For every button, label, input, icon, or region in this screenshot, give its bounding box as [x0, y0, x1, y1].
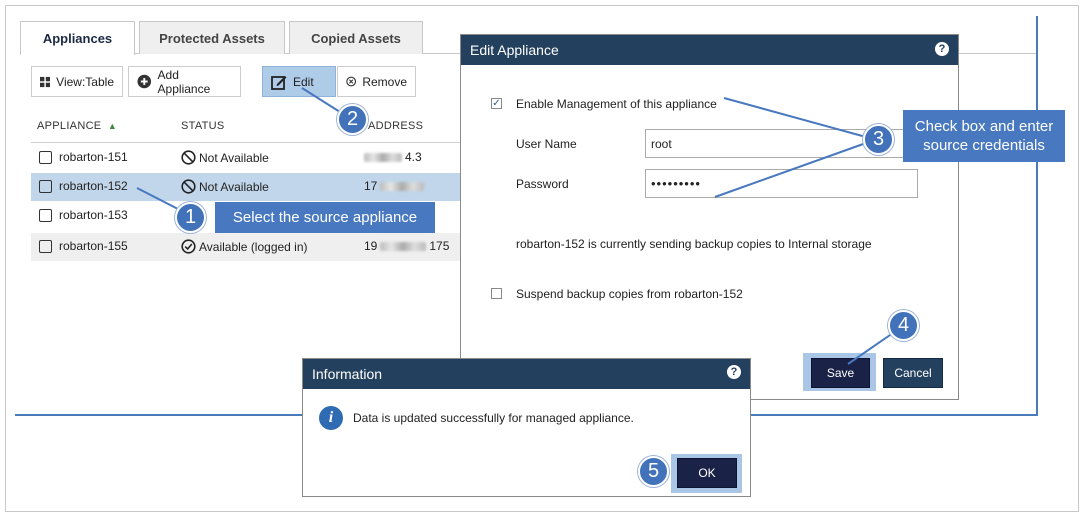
check-circle-icon	[181, 239, 196, 254]
plus-circle-icon	[137, 74, 152, 89]
information-dialog: Information ? i Data is updated successf…	[302, 358, 751, 497]
table-header-divider	[31, 142, 461, 143]
appliance-name: robarton-152	[59, 179, 128, 193]
appliance-icon	[39, 239, 52, 253]
address-redacted	[364, 152, 402, 162]
address-text-end: 175	[429, 239, 450, 253]
step-2-marker: 2	[337, 104, 368, 135]
page-frame	[5, 5, 1079, 512]
edit-label: Edit	[293, 74, 314, 89]
suspend-backup-label: Suspend backup copies from robarton-152	[516, 287, 743, 301]
highlight-frame-right	[1036, 16, 1038, 416]
help-icon[interactable]: ?	[935, 42, 949, 56]
appliance-icon	[39, 150, 52, 164]
status-text: Not Available	[199, 150, 269, 165]
info-dialog-header: Information	[303, 359, 750, 389]
info-message: Data is updated successfully for managed…	[353, 411, 634, 425]
appliance-name: robarton-151	[59, 150, 128, 164]
remove-label: Remove	[362, 74, 407, 89]
step-1-callout: Select the source appliance	[215, 202, 435, 233]
table-row[interactable]: robarton-151 Not Available 4.3	[31, 144, 461, 172]
table-row[interactable]: robarton-153	[31, 202, 461, 230]
view-table-label: View:Table	[56, 74, 114, 89]
step-3-callout: Check box and enter source credentials	[903, 110, 1065, 162]
suspend-backup-checkbox[interactable]	[491, 288, 502, 299]
sending-status-text: robarton-152 is currently sending backup…	[516, 237, 872, 251]
save-button[interactable]: Save	[811, 358, 870, 388]
column-header-appliance[interactable]: APPLIANCE ▲	[37, 120, 118, 132]
enable-management-checkbox[interactable]: ✓	[491, 98, 502, 109]
not-available-icon	[181, 150, 196, 165]
table-row-selected[interactable]: robarton-152 Not Available 17	[31, 173, 461, 201]
password-label: Password	[516, 177, 569, 191]
status-text: Available (logged in)	[199, 239, 308, 254]
column-header-address[interactable]: ADDRESS	[368, 120, 424, 132]
not-available-icon	[181, 179, 196, 194]
remove-button[interactable]: Remove	[337, 66, 416, 97]
appliance-icon	[39, 208, 52, 222]
appliance-name: robarton-155	[59, 239, 128, 253]
address-text: 4.3	[405, 150, 422, 164]
info-icon: i	[319, 406, 343, 430]
tab-appliances[interactable]: Appliances	[20, 21, 135, 55]
edit-button[interactable]: Edit	[262, 66, 336, 97]
edit-icon	[271, 75, 287, 90]
enable-management-label: Enable Management of this appliance	[516, 97, 717, 111]
username-label: User Name	[516, 137, 577, 151]
cancel-button[interactable]: Cancel	[883, 358, 943, 388]
appliance-icon	[39, 179, 52, 193]
view-table-button[interactable]: View:Table	[31, 66, 123, 97]
step-4-marker: 4	[888, 310, 919, 341]
remove-circle-icon	[346, 76, 357, 87]
add-appliance-label: Add Appliance	[157, 67, 211, 96]
step-3-callout-line-1: Check box and enter	[914, 118, 1054, 135]
help-icon[interactable]: ?	[727, 365, 741, 379]
sort-ascending-icon: ▲	[107, 121, 118, 131]
tab-copied-assets[interactable]: Copied Assets	[289, 21, 423, 54]
tab-protected-assets[interactable]: Protected Assets	[139, 21, 285, 54]
status-text: Not Available	[199, 179, 269, 194]
edit-appliance-dialog: Edit Appliance ? ✓ Enable Management of …	[460, 34, 959, 400]
address-text: 19	[364, 239, 378, 253]
address-text: 17	[364, 179, 378, 193]
add-appliance-button[interactable]: Add Appliance	[128, 66, 241, 97]
step-3-callout-line-2: source credentials	[923, 137, 1045, 154]
edit-dialog-header: Edit Appliance	[461, 35, 958, 65]
step-5-marker: 5	[638, 456, 669, 487]
step-3-marker: 3	[863, 124, 894, 155]
address-redacted	[380, 241, 427, 251]
step-1-marker: 1	[175, 202, 206, 233]
column-header-status[interactable]: STATUS	[181, 120, 225, 132]
address-redacted	[380, 181, 425, 191]
edit-dialog-title: Edit Appliance	[470, 42, 559, 58]
password-input[interactable]: •••••••••	[645, 169, 918, 198]
grid-icon	[40, 76, 51, 87]
table-row[interactable]: robarton-155 Available (logged in) 19 175	[31, 233, 461, 261]
info-dialog-title: Information	[312, 366, 383, 382]
appliance-name: robarton-153	[59, 208, 128, 222]
ok-button[interactable]: OK	[677, 458, 737, 488]
